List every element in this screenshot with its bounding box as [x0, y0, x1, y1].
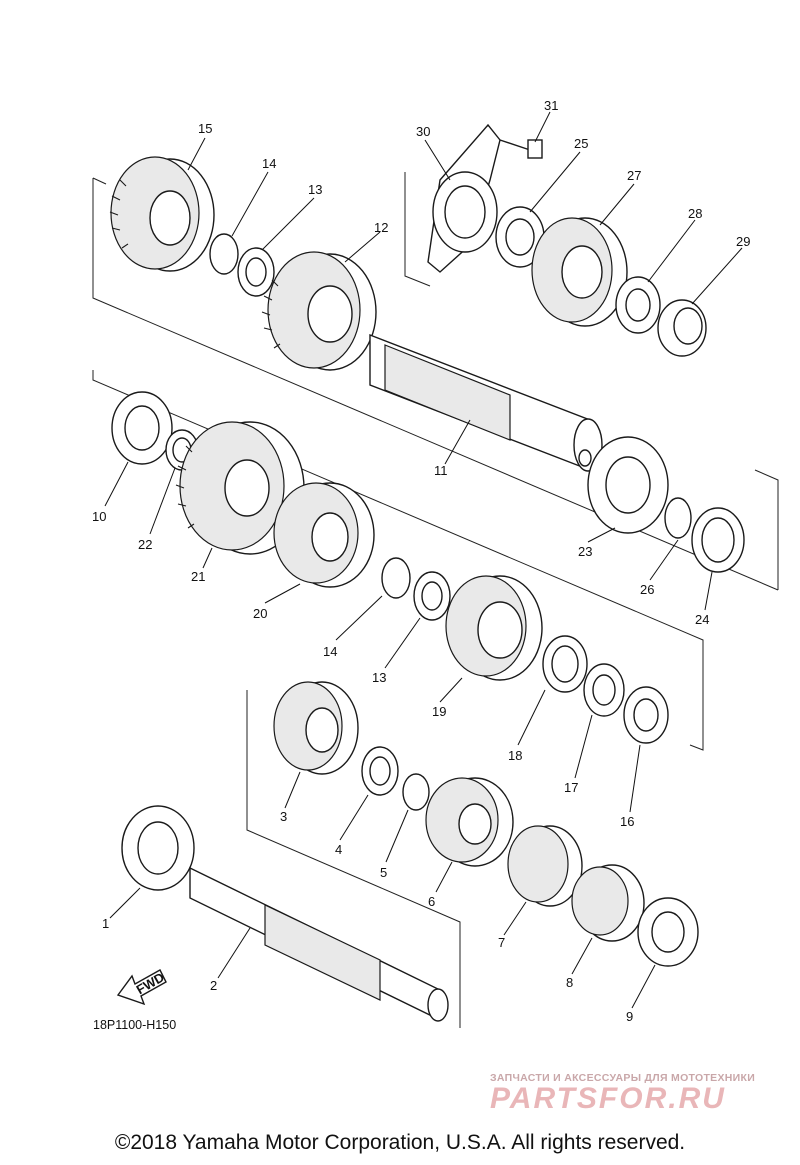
- callout-8: 8: [566, 975, 573, 990]
- callout-14-middle: 14: [323, 644, 337, 659]
- washer-13-middle: [413, 571, 451, 621]
- callout-15: 15: [198, 121, 212, 136]
- circlip-14-middle: [381, 557, 411, 599]
- watermark-logo: PARTSFOR.RU: [490, 1082, 726, 1115]
- callout-10: 10: [92, 509, 106, 524]
- bearing-23: [587, 436, 669, 534]
- callout-11: 11: [434, 463, 448, 478]
- callout-labels: 15 14 13 12 30 31 25 27 28 29 11 10 22 2…: [92, 98, 750, 1024]
- drive-axle-11: [369, 333, 603, 472]
- gear-15: [109, 156, 215, 272]
- callout-9: 9: [626, 1009, 633, 1024]
- washer-28: [615, 276, 661, 334]
- callout-2: 2: [210, 978, 217, 993]
- washer-16: [623, 686, 669, 744]
- gear-27: [531, 217, 628, 327]
- circlip-5: [402, 773, 430, 811]
- watermark-tagline: ЗАПЧАСТИ И АКСЕССУАРЫ ДЛЯ МОТОТЕХНИКИ: [490, 1072, 756, 1084]
- gear-20: [273, 482, 375, 588]
- main-axle-2: [189, 866, 449, 1022]
- oil-seal-29: [657, 299, 707, 357]
- callout-23: 23: [578, 544, 592, 559]
- callout-26: 26: [640, 582, 654, 597]
- callout-1: 1: [102, 916, 109, 931]
- callout-25: 25: [574, 136, 588, 151]
- washer-13-upper: [237, 247, 275, 297]
- callout-24: 24: [695, 612, 709, 627]
- gear-19: [445, 575, 543, 681]
- callout-14-upper: 14: [262, 156, 276, 171]
- drawing-code: 18P1100-H150: [93, 1018, 176, 1032]
- gear-3: [273, 681, 359, 775]
- frame-upper-right: [404, 172, 431, 287]
- callout-13-upper: 13: [308, 182, 322, 197]
- callout-3: 3: [280, 809, 287, 824]
- bearing-10: [111, 391, 173, 465]
- bolt-31: [499, 139, 543, 159]
- callout-22: 22: [138, 537, 152, 552]
- bearing-1: [121, 805, 195, 891]
- callout-27: 27: [627, 168, 641, 183]
- gear-12: [261, 251, 377, 371]
- leader-lines: [104, 111, 743, 1009]
- callout-7: 7: [498, 935, 505, 950]
- frame-right-bracket: [754, 469, 779, 590]
- callout-6: 6: [428, 894, 435, 909]
- washer-4: [361, 746, 399, 796]
- bearing-25: [495, 206, 545, 268]
- bearing-9: [637, 897, 699, 967]
- copyright-notice: ©2018 Yamaha Motor Corporation, U.S.A. A…: [114, 1131, 686, 1154]
- needle-bearing-18: [542, 635, 588, 693]
- callout-4: 4: [335, 842, 342, 857]
- gear-7: [507, 825, 583, 907]
- callout-29: 29: [736, 234, 750, 249]
- callout-21: 21: [191, 569, 205, 584]
- callout-13-middle: 13: [372, 670, 386, 685]
- callout-30: 30: [416, 124, 430, 139]
- frame-tick: [92, 177, 107, 185]
- callout-31: 31: [544, 98, 558, 113]
- callout-19: 19: [432, 704, 446, 719]
- gear-6: [425, 777, 514, 867]
- callout-20: 20: [253, 606, 267, 621]
- bearing-retainer-30: [427, 123, 501, 273]
- callout-5: 5: [380, 865, 387, 880]
- frame-middle: [92, 370, 704, 751]
- circlip-14-upper: [209, 233, 239, 275]
- collar-24: [691, 507, 745, 573]
- gear-8: [571, 864, 645, 942]
- callout-28: 28: [688, 206, 702, 221]
- callout-16: 16: [620, 814, 634, 829]
- o-ring-26: [664, 497, 692, 539]
- callout-18: 18: [508, 748, 522, 763]
- fwd-arrow: FWD: [116, 969, 167, 1006]
- frame-lower: [246, 690, 461, 1028]
- callout-17: 17: [564, 780, 578, 795]
- frame-upper-left: [92, 178, 779, 591]
- callout-12: 12: [374, 220, 388, 235]
- washer-17: [583, 663, 625, 717]
